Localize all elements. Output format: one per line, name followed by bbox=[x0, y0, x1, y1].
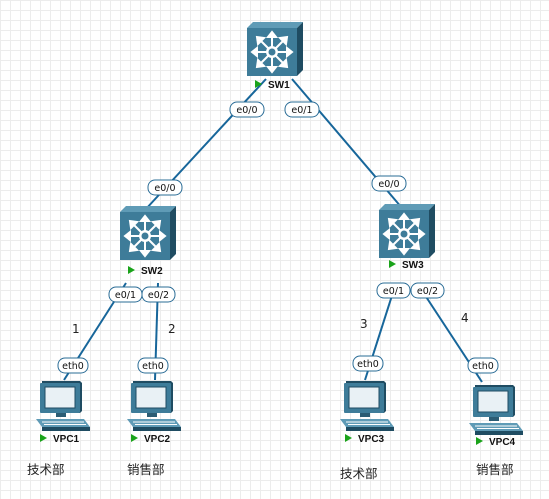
desktop-pc-icon bbox=[468, 384, 524, 436]
pc-vpc4[interactable]: VPC4 bbox=[468, 384, 524, 448]
port-label-sw3-e0-2[interactable]: e0/2 bbox=[410, 282, 445, 299]
pc-vpc3[interactable]: VPC3 bbox=[339, 380, 395, 445]
svg-text:e0/0: e0/0 bbox=[154, 183, 175, 194]
port-label-vpc2-eth0[interactable]: eth0 bbox=[137, 357, 169, 374]
port-label-sw2-e0-1[interactable]: e0/1 bbox=[108, 286, 143, 303]
node-label: SW1 bbox=[268, 80, 290, 91]
svg-text:e0/2: e0/2 bbox=[417, 286, 438, 297]
port-label-vpc1-eth0[interactable]: eth0 bbox=[57, 357, 89, 374]
desktop-pc-icon bbox=[35, 380, 91, 432]
port-label-vpc4-eth0[interactable]: eth0 bbox=[467, 357, 499, 374]
status-running-icon bbox=[40, 434, 47, 442]
link-number-2: 2 bbox=[168, 322, 176, 336]
svg-text:eth0: eth0 bbox=[472, 361, 494, 372]
dept-label-vpc1: 技术部 bbox=[27, 462, 65, 477]
svg-text:e0/1: e0/1 bbox=[291, 105, 312, 116]
dept-label-vpc3: 技术部 bbox=[340, 466, 378, 481]
layer3-switch-icon bbox=[119, 205, 177, 261]
svg-text:e0/1: e0/1 bbox=[383, 286, 404, 297]
port-label-sw2-e0-0[interactable]: e0/0 bbox=[147, 179, 183, 196]
status-running-icon bbox=[476, 437, 483, 445]
status-running-icon bbox=[128, 266, 135, 274]
node-label: SW2 bbox=[141, 266, 163, 277]
desktop-pc-icon bbox=[339, 380, 395, 432]
dept-label-vpc4: 销售部 bbox=[476, 462, 514, 477]
layer3-switch-icon bbox=[246, 21, 304, 77]
switch-sw1[interactable]: SW1 bbox=[246, 21, 304, 91]
node-label: VPC2 bbox=[144, 434, 171, 445]
status-running-icon bbox=[131, 434, 138, 442]
link-number-4: 4 bbox=[461, 311, 469, 325]
node-label: SW3 bbox=[402, 260, 424, 271]
layer3-switch-icon bbox=[378, 203, 436, 259]
pc-vpc2[interactable]: VPC2 bbox=[126, 380, 182, 445]
svg-text:eth0: eth0 bbox=[62, 361, 84, 372]
port-label-sw1-e0-1[interactable]: e0/1 bbox=[284, 101, 320, 118]
port-label-sw3-e0-0[interactable]: e0/0 bbox=[371, 175, 407, 192]
status-running-icon bbox=[389, 260, 396, 268]
pc-vpc1[interactable]: VPC1 bbox=[35, 380, 91, 445]
node-label: VPC4 bbox=[489, 437, 516, 448]
svg-text:e0/0: e0/0 bbox=[236, 105, 257, 116]
node-label: VPC3 bbox=[358, 434, 385, 445]
switch-sw2[interactable]: SW2 bbox=[119, 205, 177, 277]
link-number-1: 1 bbox=[72, 322, 80, 336]
status-running-icon bbox=[345, 434, 352, 442]
port-label-vpc3-eth0[interactable]: eth0 bbox=[352, 355, 384, 372]
status-running-icon bbox=[255, 80, 262, 88]
svg-text:e0/1: e0/1 bbox=[115, 290, 136, 301]
svg-text:eth0: eth0 bbox=[357, 359, 379, 370]
svg-text:e0/0: e0/0 bbox=[378, 179, 399, 190]
port-label-sw3-e0-1[interactable]: e0/1 bbox=[376, 282, 411, 299]
svg-text:eth0: eth0 bbox=[142, 361, 164, 372]
port-label-sw2-e0-2[interactable]: e0/2 bbox=[141, 286, 176, 303]
link-number-3: 3 bbox=[360, 317, 368, 331]
dept-label-vpc2: 销售部 bbox=[127, 462, 165, 477]
node-label: VPC1 bbox=[53, 434, 80, 445]
desktop-pc-icon bbox=[126, 380, 182, 432]
switch-sw3[interactable]: SW3 bbox=[378, 203, 436, 271]
svg-text:e0/2: e0/2 bbox=[148, 290, 169, 301]
port-label-sw1-e0-0[interactable]: e0/0 bbox=[229, 101, 265, 118]
